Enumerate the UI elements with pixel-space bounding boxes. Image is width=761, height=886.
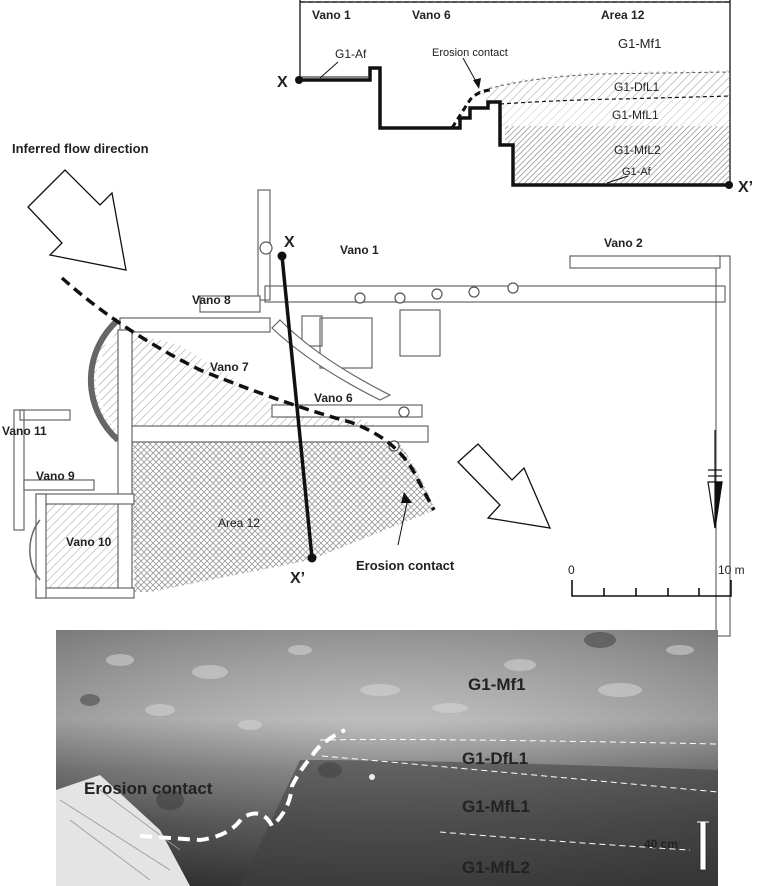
scale-start-label: 0 xyxy=(568,563,575,577)
plan-vano11-label: Vano 11 xyxy=(2,424,47,438)
section-area12-label: Area 12 xyxy=(601,8,645,22)
plan-x-prime-point xyxy=(307,553,317,563)
photo-mf1-label: G1-Mf1 xyxy=(468,675,526,694)
section-x-prime-point xyxy=(725,181,733,189)
plan-erosion-callout xyxy=(397,497,409,546)
vano10-curve xyxy=(29,519,41,581)
field-photo: 40 cm G1-Mf1 G1-DfL1 G1-MfL1 G1-MfL2 Ero… xyxy=(56,630,719,886)
photo-mfl1-label: G1-MfL1 xyxy=(462,797,530,816)
section-mfl2-label: G1-MfL2 xyxy=(614,143,661,157)
plan-erosion-label: Erosion contact xyxy=(356,558,455,573)
plan-vano8-label: Vano 8 xyxy=(192,293,231,307)
photo-wall xyxy=(56,775,190,886)
section-x-prime-label: X’ xyxy=(738,179,753,196)
section-x-point xyxy=(295,76,303,84)
photo-texture xyxy=(106,645,694,730)
section-line xyxy=(280,255,314,559)
section-af-bottom-label: G1-Af xyxy=(622,166,652,178)
photo-dfl1-top xyxy=(319,739,719,745)
flow-arrow-upper xyxy=(27,169,127,271)
dfl1-boundary xyxy=(499,95,731,105)
section-af-left-label: G1-Af xyxy=(335,47,367,61)
plan-vano7-label: Vano 7 xyxy=(210,360,249,374)
column-bases xyxy=(259,241,519,452)
site-plan: Inferred flow direction Vano 1 Vano 2 Va… xyxy=(2,141,745,637)
plan-erosion-line xyxy=(60,276,436,511)
plan-vano9-label: Vano 9 xyxy=(36,469,75,483)
photo-erosion-line xyxy=(139,728,346,843)
plan-x-label: X xyxy=(284,234,295,251)
plan-vano10-label: Vano 10 xyxy=(66,535,112,549)
mfl1-band xyxy=(500,98,730,126)
flow-arrow-lower xyxy=(457,443,552,529)
channel xyxy=(271,319,392,401)
photo-dfl1-bottom xyxy=(321,755,719,793)
scale-bar: 0 10 m xyxy=(568,563,745,597)
section-vano1-label: Vano 1 xyxy=(312,8,351,22)
plan-vano2-label: Vano 2 xyxy=(604,236,643,250)
photo-scale-label: 40 cm xyxy=(644,837,678,851)
north-arrow xyxy=(707,430,723,529)
plan-vano1-label: Vano 1 xyxy=(340,243,379,257)
photo-mfl-boundary xyxy=(439,831,691,851)
photo-dfl1-label: G1-DfL1 xyxy=(462,749,528,768)
scale-end-label: 10 m xyxy=(718,563,745,577)
section-erosion-label: Erosion contact xyxy=(432,47,508,59)
af-left-callout xyxy=(319,61,339,79)
plan-vano6-label: Vano 6 xyxy=(314,391,353,405)
section-mfl1-label: G1-MfL1 xyxy=(612,108,659,122)
photo-scale: 40 cm xyxy=(644,821,709,871)
section-x-label: X xyxy=(277,74,288,91)
apse xyxy=(87,317,120,443)
plan-x-point xyxy=(277,251,287,261)
cross-section: Vano 1 Vano 6 Area 12 G1-Mf1 G1-Af Erosi… xyxy=(277,0,753,196)
af-bottom-callout xyxy=(606,175,629,184)
plan-walls xyxy=(13,189,731,637)
area12-hatch xyxy=(130,432,435,592)
photo-mfl2-label: G1-MfL2 xyxy=(462,858,530,877)
section-dfl1-label: G1-DfL1 xyxy=(614,80,660,94)
mfl2-band xyxy=(505,126,730,185)
section-mf1-label: G1-Mf1 xyxy=(618,36,661,51)
section-erosion-line xyxy=(450,88,491,129)
plan-area12-label: Area 12 xyxy=(218,516,260,530)
flow-direction-label: Inferred flow direction xyxy=(12,141,149,156)
plan-x-prime-label: X’ xyxy=(290,570,305,587)
section-vano6-label: Vano 6 xyxy=(412,8,451,22)
section-floor-profile xyxy=(300,66,730,187)
photo-erosion-label: Erosion contact xyxy=(84,779,213,798)
